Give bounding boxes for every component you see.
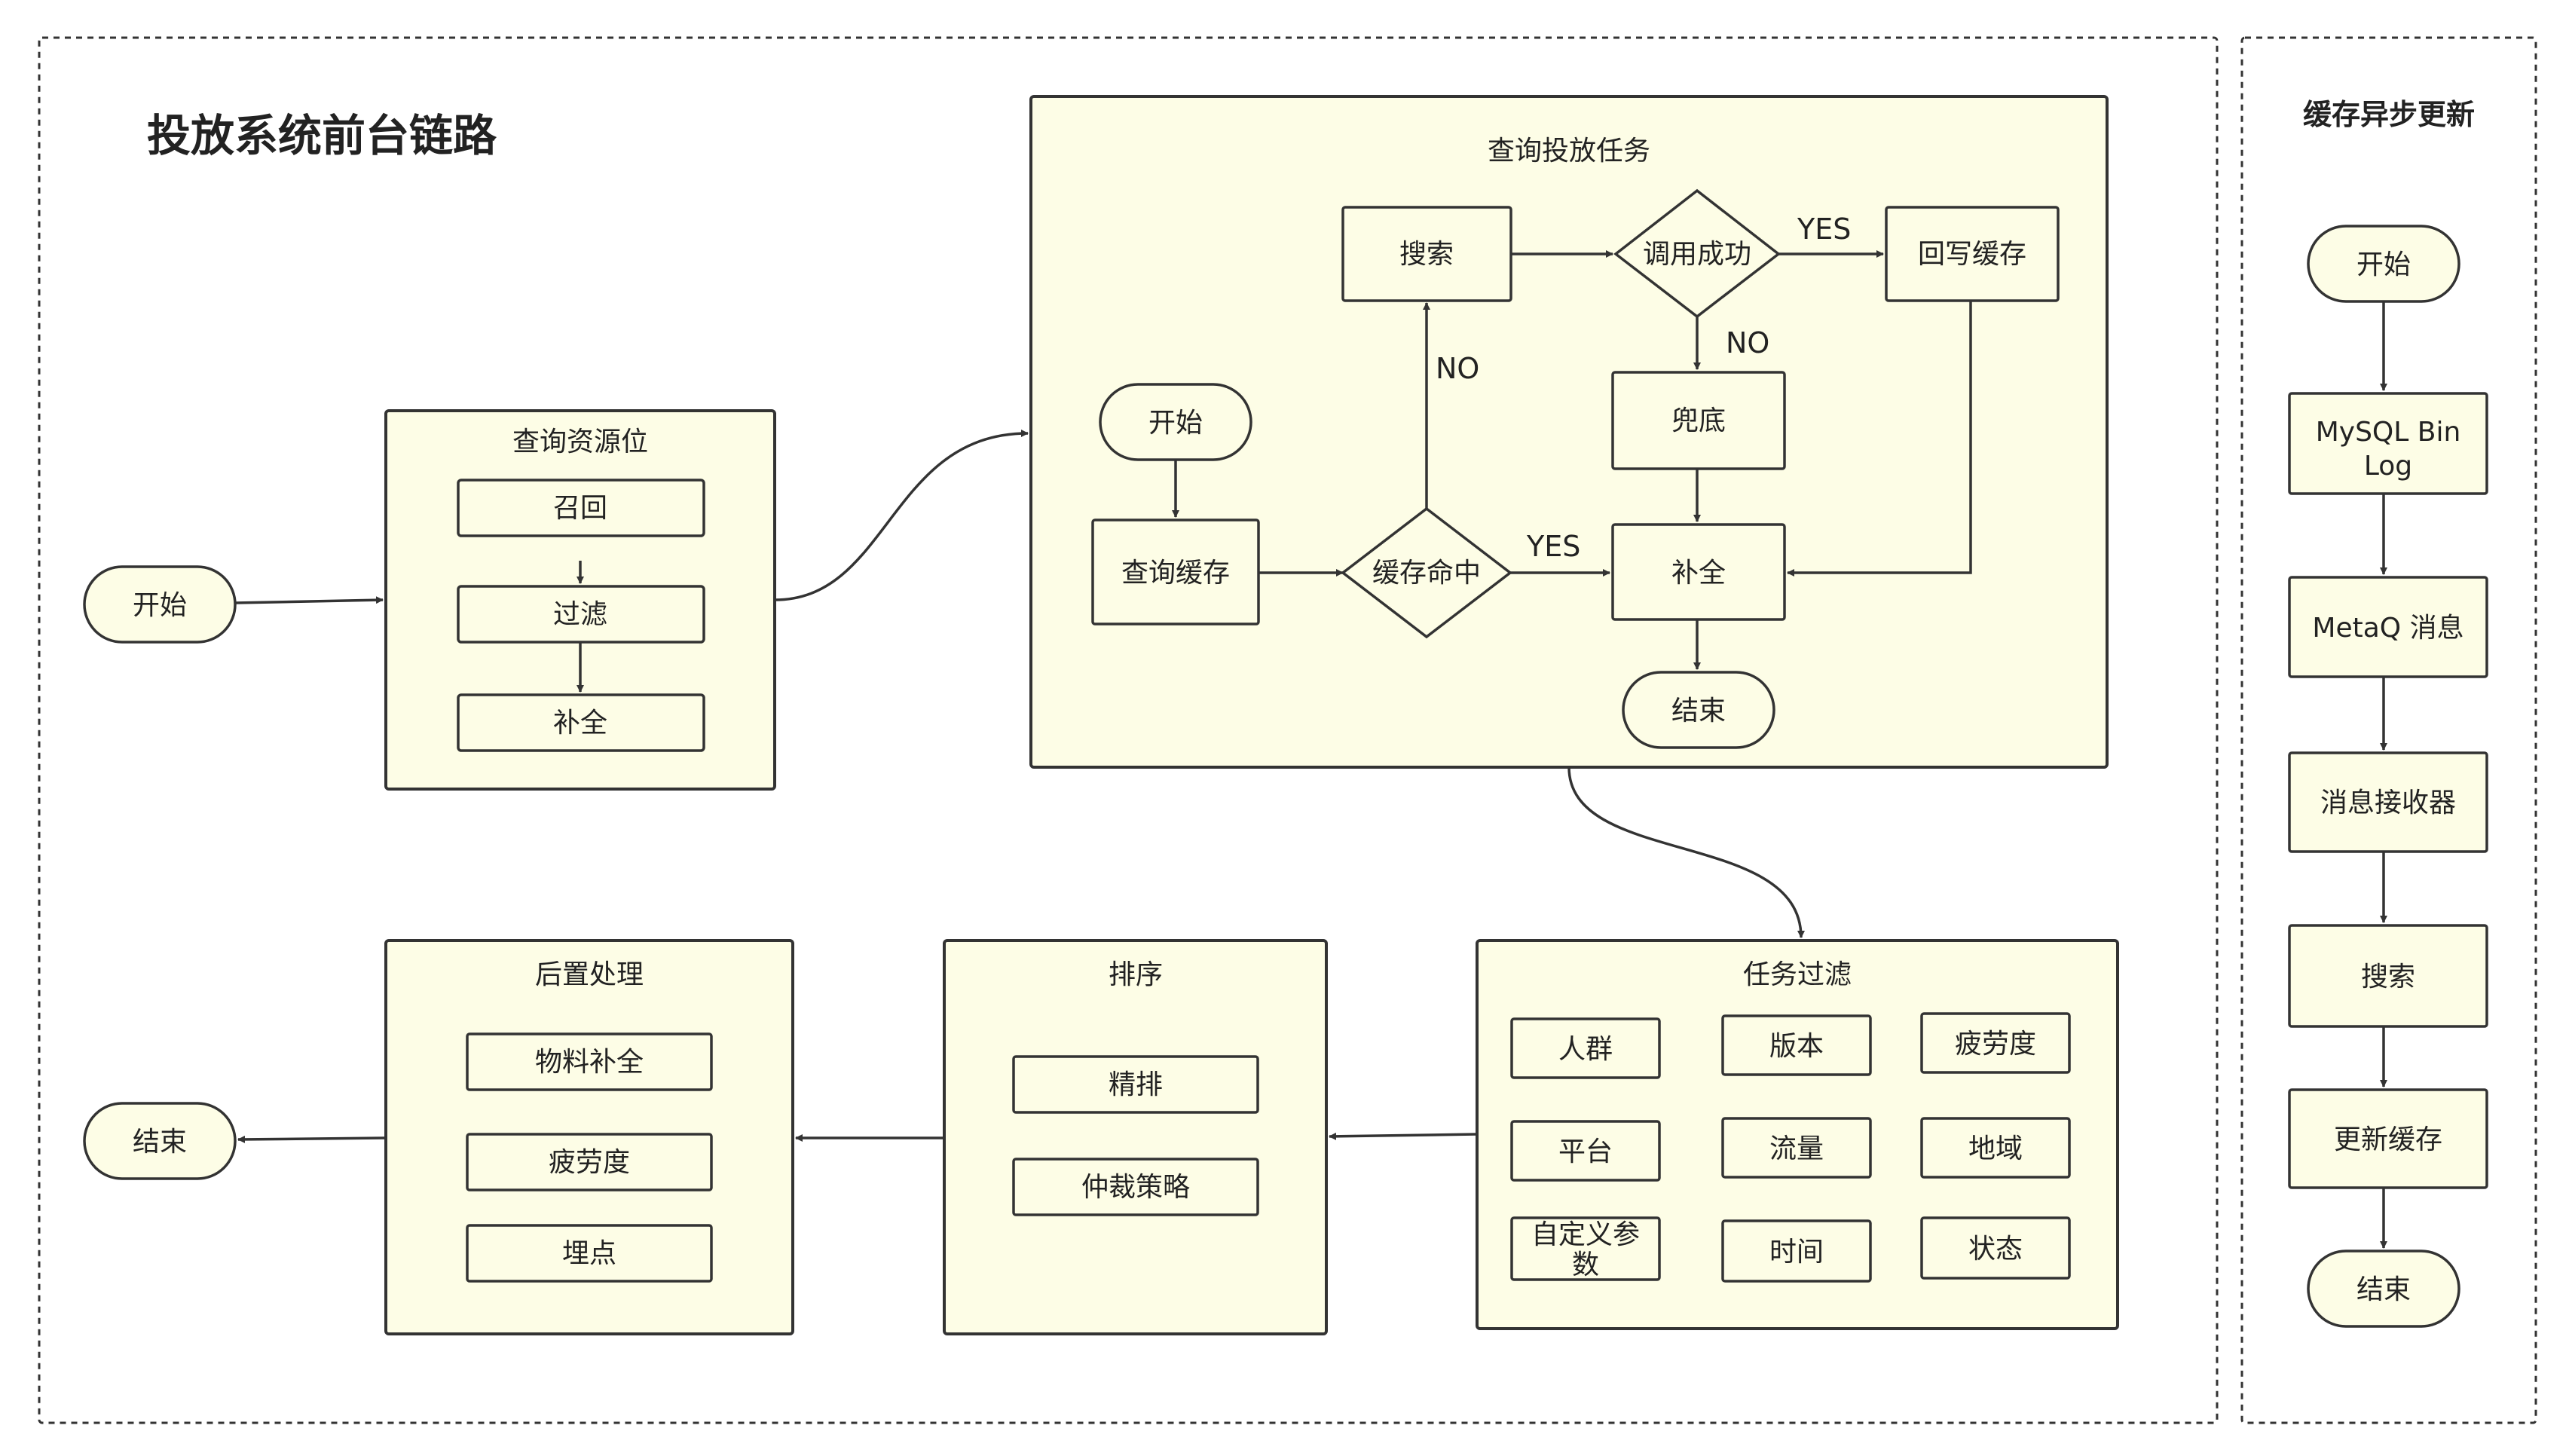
- side-start-node: [2307, 225, 2460, 303]
- fallback-node-label: 兜底: [1671, 405, 1726, 436]
- edge-start-to-resource: [234, 596, 384, 604]
- post-fatigue-node: [466, 1133, 713, 1191]
- group-resource-title: 查询资源位: [512, 427, 648, 457]
- task-start-node-label: 开始: [1148, 408, 1203, 439]
- task-complete-node: [1611, 523, 1786, 621]
- custom-param-node: [1510, 1216, 1661, 1281]
- binlog-node-label-1: MySQL Bin: [2316, 417, 2461, 448]
- side-search-node: [2288, 924, 2488, 1028]
- task-end-node-label: 结束: [1671, 696, 1726, 726]
- task-complete-node-label: 补全: [1671, 558, 1726, 589]
- version-node-label: 版本: [1769, 1031, 1824, 1062]
- query-cache-node: [1091, 518, 1260, 626]
- group-sort-title: 排序: [1109, 959, 1163, 990]
- fatigue-node-label: 疲劳度: [1955, 1029, 2036, 1060]
- task-end-node: [1622, 671, 1775, 749]
- edge-label-call-yes: YES: [1797, 213, 1851, 246]
- metaq-node-label: MetaQ 消息: [2312, 613, 2463, 644]
- material-complete-node: [466, 1032, 713, 1091]
- end-node-label: 结束: [133, 1127, 187, 1158]
- fallback-node: [1611, 371, 1786, 470]
- time-node: [1721, 1219, 1872, 1283]
- cache-hit-decision-label: 缓存命中: [1372, 558, 1481, 589]
- custom-param-node-label-2: 数: [1572, 1250, 1599, 1280]
- write-back-cache-node-label: 回写缓存: [1918, 239, 2026, 270]
- call-success-decision-label: 调用成功: [1643, 239, 1751, 270]
- crowd-node: [1510, 1017, 1661, 1079]
- group-filter-title: 任务过滤: [1743, 959, 1852, 990]
- side-search-node-label: 搜索: [2361, 962, 2415, 993]
- filter-node: [457, 585, 705, 644]
- fatigue-node: [1920, 1012, 2071, 1074]
- arbitration-node: [1012, 1158, 1259, 1216]
- side-start-node-label: 开始: [2356, 249, 2411, 280]
- cache-hit-decision: [1341, 506, 1512, 639]
- call-success-decision: [1613, 188, 1781, 319]
- update-cache-node-label: 更新缓存: [2334, 1124, 2442, 1155]
- query-cache-node-label: 查询缓存: [1121, 558, 1230, 589]
- fine-rank-node-label: 精排: [1109, 1069, 1163, 1100]
- side-frame: [2240, 36, 2537, 1424]
- edge-task-to-filter: [1567, 766, 1805, 938]
- binlog-node-label-2: Log: [2364, 451, 2412, 482]
- tracking-node: [466, 1224, 713, 1283]
- search-node: [1341, 206, 1512, 302]
- recall-node: [457, 479, 705, 537]
- task-start-node: [1099, 383, 1252, 461]
- custom-param-node-label-1: 自定义参: [1531, 1219, 1640, 1250]
- end-node: [83, 1102, 237, 1180]
- main-title: 投放系统前台链路: [147, 110, 497, 161]
- receiver-node: [2288, 751, 2488, 853]
- update-cache-node: [2288, 1088, 2488, 1189]
- write-back-cache-node: [1885, 206, 2060, 302]
- region-node-label: 地域: [1968, 1133, 2023, 1164]
- traffic-node: [1721, 1117, 1872, 1179]
- search-node-label: 搜索: [1399, 239, 1454, 270]
- start-node: [83, 565, 237, 644]
- main-frame: [38, 36, 2219, 1424]
- status-node-label: 状态: [1968, 1234, 2023, 1265]
- post-fatigue-node-label: 疲劳度: [549, 1147, 630, 1178]
- side-end-node: [2307, 1250, 2460, 1328]
- side-title: 缓存异步更新: [2303, 98, 2475, 131]
- time-node-label: 时间: [1769, 1237, 1824, 1268]
- side-end-node-label: 结束: [2356, 1274, 2411, 1305]
- edge-filter-to-sort: [1329, 1132, 1478, 1140]
- complete-node-label: 补全: [553, 708, 607, 739]
- edge-resource-to-task: [774, 430, 1029, 601]
- arbitration-node-label: 仲裁策略: [1081, 1172, 1190, 1203]
- group-task-title: 查询投放任务: [1488, 136, 1650, 167]
- edge-label-call-no: NO: [1726, 326, 1769, 359]
- group-post-title: 后置处理: [535, 959, 644, 990]
- status-node: [1920, 1216, 2071, 1280]
- crowd-node-label: 人群: [1558, 1034, 1613, 1065]
- platform-node: [1510, 1120, 1661, 1182]
- platform-node-label: 平台: [1558, 1136, 1613, 1167]
- edge-label-hit-yes: YES: [1526, 530, 1580, 563]
- material-complete-node-label: 物料补全: [535, 1047, 644, 1078]
- fine-rank-node: [1012, 1055, 1259, 1114]
- tracking-node-label: 埋点: [562, 1238, 616, 1269]
- edge-writeback-to-complete: [1787, 301, 1972, 577]
- receiver-node-label: 消息接收器: [2320, 788, 2456, 818]
- metaq-node: [2288, 576, 2488, 678]
- edge-post-to-end: [237, 1135, 387, 1143]
- version-node: [1721, 1014, 1872, 1076]
- edge-label-hit-no: NO: [1436, 352, 1479, 385]
- complete-node: [457, 693, 705, 752]
- filter-node-label: 过滤: [553, 599, 607, 630]
- start-node-label: 开始: [133, 590, 187, 621]
- traffic-node-label: 流量: [1769, 1133, 1824, 1164]
- binlog-node: [2288, 392, 2488, 495]
- group-sort: [943, 939, 1328, 1335]
- recall-node-label: 召回: [553, 493, 607, 524]
- region-node: [1920, 1117, 2071, 1179]
